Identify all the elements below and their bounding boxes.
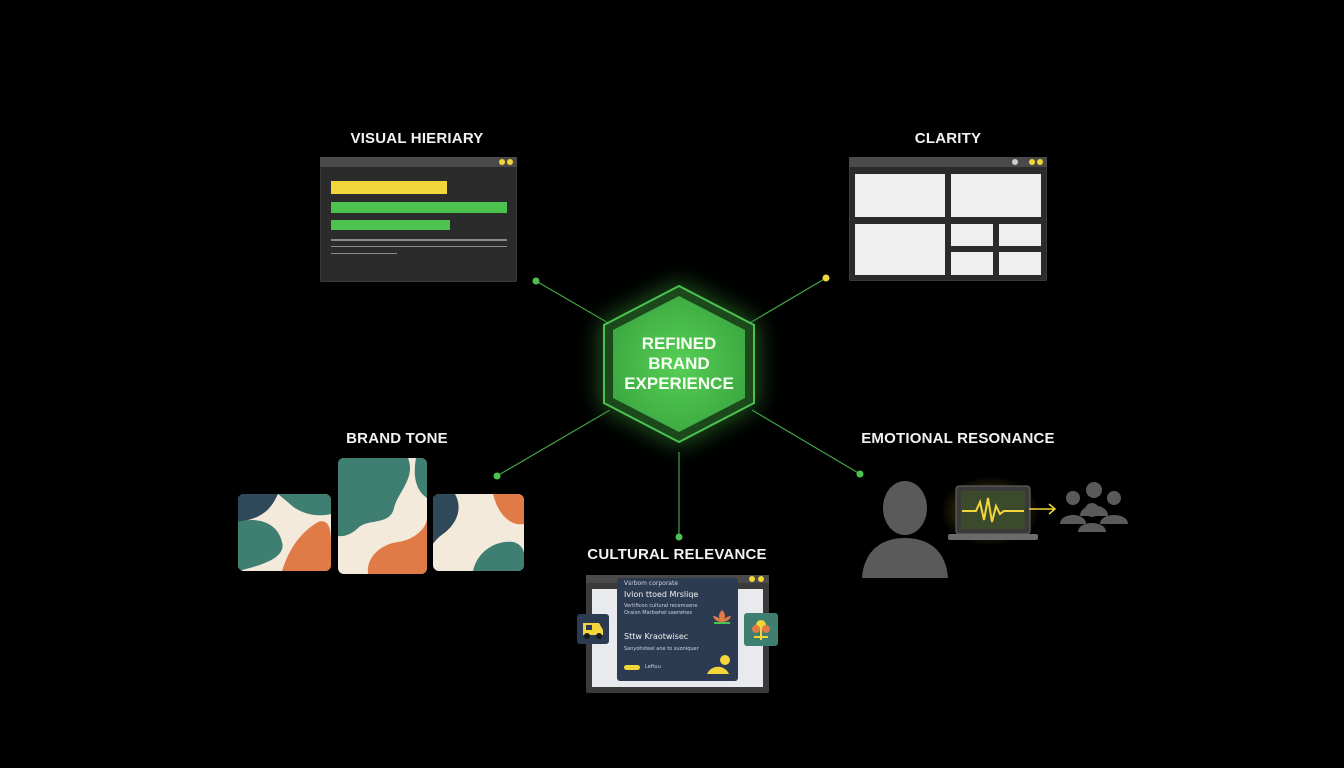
clarity-window (849, 157, 1047, 281)
clarity-block (951, 174, 1041, 217)
hierarchy-line (331, 239, 507, 241)
node-dot-clarity (822, 274, 830, 282)
brand-tone-title: BRAND TONE (346, 430, 448, 447)
lotus-icon (713, 610, 731, 624)
arrow-right-icon (1029, 503, 1057, 515)
center-hub-label: REFINED BRAND EXPERIENCE (600, 284, 758, 444)
center-line-1: REFINED (641, 334, 717, 353)
center-line-3: EXPERIENCE (624, 374, 734, 393)
clarity-block (951, 224, 993, 246)
hierarchy-line (331, 246, 507, 247)
connector-clarity (747, 277, 827, 325)
clarity-block (951, 252, 993, 275)
window-dot (499, 159, 505, 165)
visual-hierarchy-title: VISUAL HIERIARY (350, 130, 484, 147)
clarity-block (855, 224, 945, 275)
tuk-tuk-badge (577, 614, 609, 644)
window-dot (1037, 159, 1043, 165)
window-titlebar (849, 157, 1047, 167)
hierarchy-bar-yellow (331, 181, 447, 194)
hexagon-shape (603, 284, 755, 444)
window-dot (507, 159, 513, 165)
card-sub-1b: Oraion Marbwhel saerwhes (624, 610, 692, 616)
brand-tone-card-left (238, 494, 331, 571)
clarity-block (855, 174, 945, 217)
laptop-waveform-icon (948, 485, 1038, 540)
window-dot (1029, 159, 1035, 165)
clarity-block (999, 252, 1041, 275)
person-icon (862, 481, 948, 578)
group-icon (1060, 482, 1128, 532)
node-dot-cultural-relevance (675, 533, 683, 541)
node-dot-visual-hierarchy (532, 277, 540, 285)
center-hub: REFINED BRAND EXPERIENCE (600, 284, 758, 444)
card-heading-2: Sttw Kraotwisec (624, 632, 689, 641)
cultural-card: Vsrbom corporate Ivlon ttoed Mrsliqe Ver… (617, 578, 738, 681)
emotional-resonance-title: EMOTIONAL RESONANCE (861, 430, 1055, 447)
connector-emotional-resonance (751, 409, 861, 475)
tuk-tuk-icon (583, 623, 603, 639)
card-heading-1: Ivlon ttoed Mrsliqe (624, 590, 699, 599)
hierarchy-bar-green-short (331, 220, 450, 230)
cultural-relevance-title: CULTURAL RELEVANCE (587, 546, 767, 563)
flower-badge (744, 613, 778, 646)
window-titlebar (320, 157, 517, 167)
clarity-block (999, 224, 1041, 246)
center-line-2: BRAND (648, 354, 710, 373)
card-button-label: Leftuu (645, 664, 661, 670)
brand-tone-card-right (433, 494, 524, 571)
clarity-title: CLARITY (914, 130, 982, 147)
card-button[interactable] (624, 665, 640, 670)
hierarchy-bar-green-long (331, 202, 507, 213)
card-sub-2: Sanyohsteel ane to suoniquer (624, 646, 699, 652)
connector-brand-tone (496, 409, 611, 477)
hierarchy-line (331, 253, 397, 254)
node-dot-brand-tone (493, 472, 501, 480)
window-dot (1012, 159, 1018, 165)
connector-visual-hierarchy (535, 280, 611, 325)
visual-hierarchy-window (320, 157, 517, 282)
card-sub-1a: Vertificon cultural recemsene (624, 603, 698, 609)
flower-icon (752, 620, 770, 640)
card-small-top: Vsrbom corporate (624, 580, 679, 587)
node-dot-emotional-resonance (856, 470, 864, 478)
semicircle-decor (707, 655, 730, 674)
window-dot (758, 576, 764, 582)
brand-tone-card-center (338, 458, 427, 574)
window-dot (749, 576, 755, 582)
